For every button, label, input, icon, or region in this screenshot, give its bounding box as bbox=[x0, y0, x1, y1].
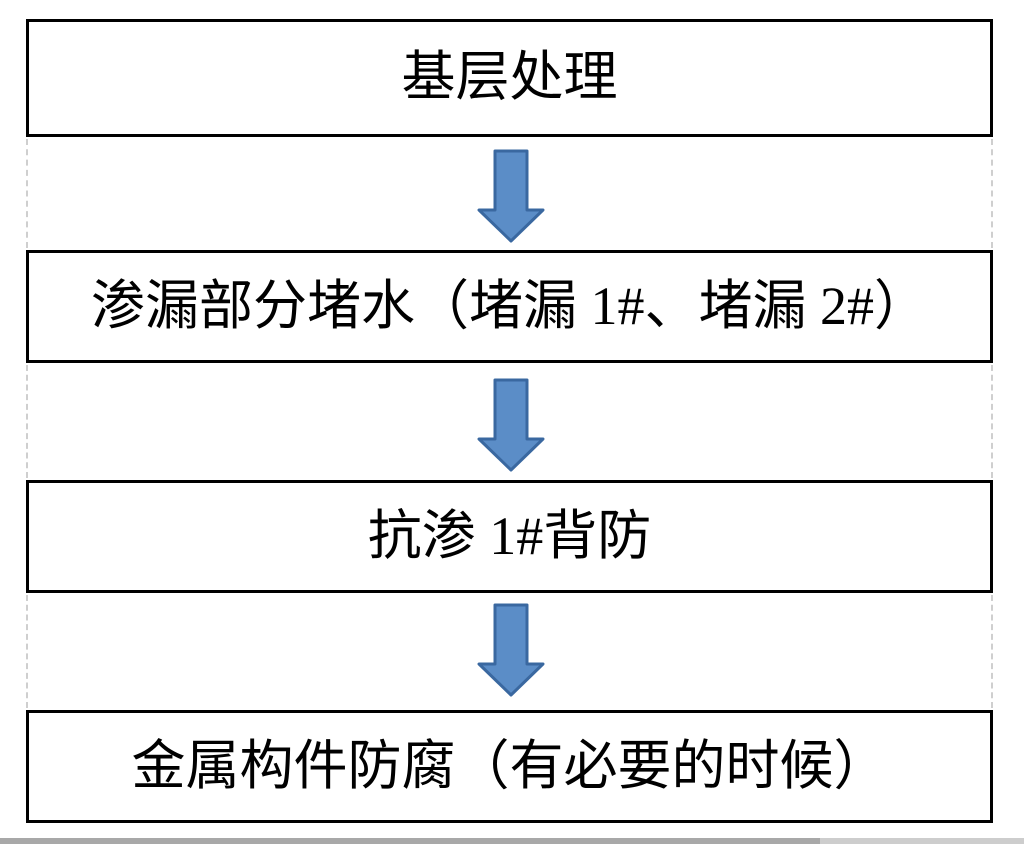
flow-step-4-label: 金属构件防腐（有必要的时候） bbox=[131, 735, 888, 796]
table-gridline-left-1 bbox=[26, 139, 28, 248]
table-gridline-left-2 bbox=[26, 365, 28, 478]
down-arrow-icon-1 bbox=[477, 149, 545, 243]
flow-step-box-2: 渗漏部分堵水（堵漏 1#、堵漏 2#） bbox=[26, 250, 993, 363]
flow-step-box-3: 抗渗 1#背防 bbox=[26, 480, 993, 593]
table-gridline-right-2 bbox=[991, 365, 993, 478]
table-gridline-right-1 bbox=[991, 139, 993, 248]
flow-step-3-label: 抗渗 1#背防 bbox=[367, 505, 652, 566]
horizontal-scrollbar-track[interactable] bbox=[0, 838, 1024, 844]
down-arrow-shape bbox=[477, 603, 545, 697]
horizontal-scrollbar-thumb[interactable] bbox=[0, 838, 820, 844]
down-arrow-icon-3 bbox=[477, 603, 545, 697]
down-arrow-shape bbox=[477, 378, 545, 472]
flow-step-1-label: 基层处理 bbox=[401, 47, 618, 108]
down-arrow-icon-2 bbox=[477, 378, 545, 472]
table-gridline-left-3 bbox=[26, 595, 28, 708]
flow-step-box-4: 金属构件防腐（有必要的时候） bbox=[26, 710, 993, 823]
table-gridline-right-3 bbox=[991, 595, 993, 708]
flow-step-box-1: 基层处理 bbox=[26, 19, 993, 137]
down-arrow-shape bbox=[477, 149, 545, 243]
flow-step-2-label: 渗漏部分堵水（堵漏 1#、堵漏 2#） bbox=[91, 275, 928, 336]
